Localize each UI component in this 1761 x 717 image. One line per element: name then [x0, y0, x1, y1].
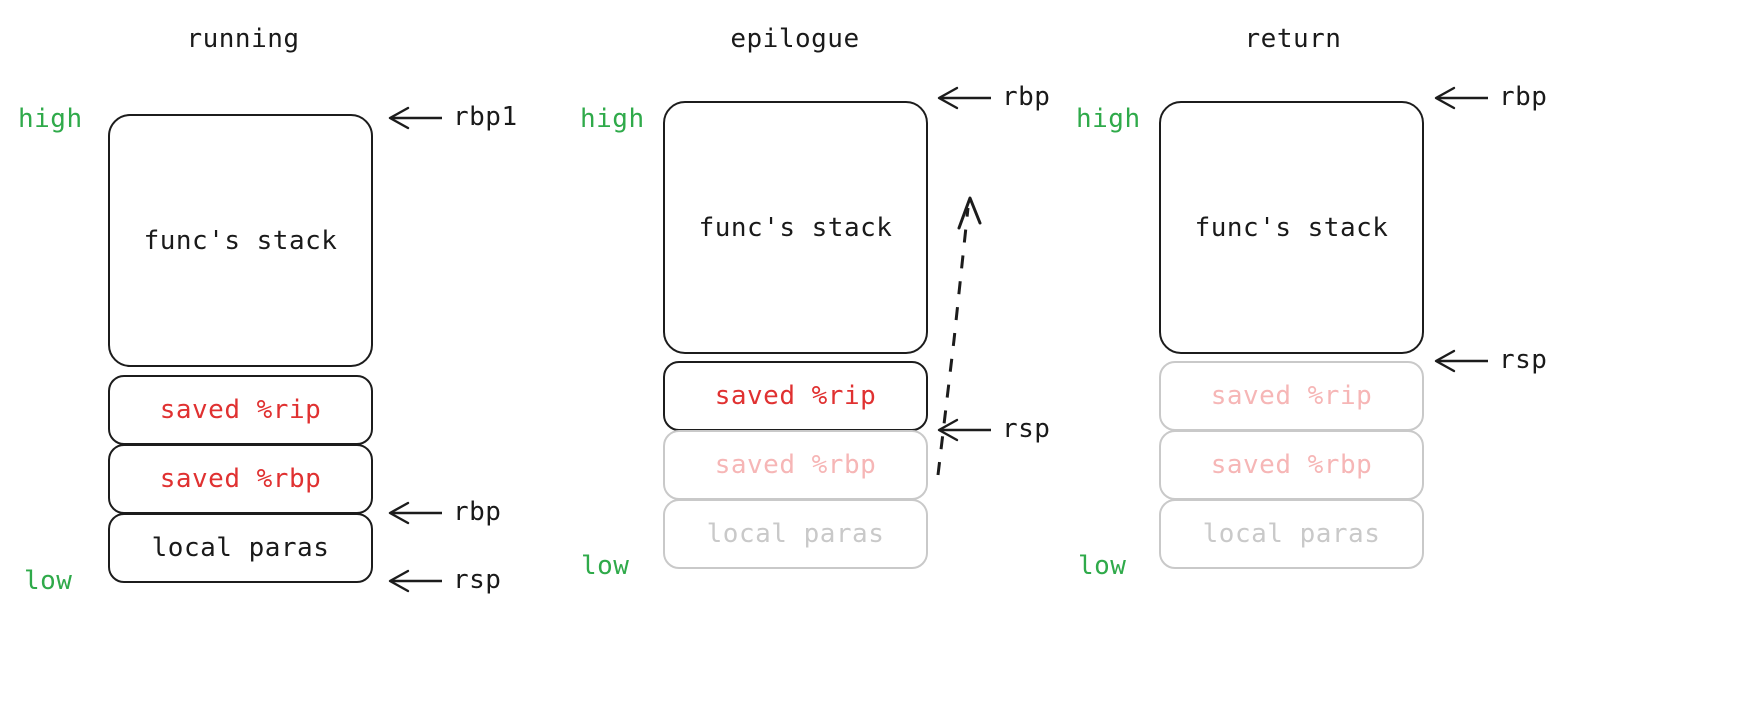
column-title-return: return [1244, 24, 1342, 54]
stack-box-saved-rip-epilogue: saved %rip [663, 361, 928, 431]
column-title-running: running [186, 24, 300, 54]
pointer-rsp-running: rsp [386, 565, 502, 595]
stack-box-saved-rip-return: saved %rip [1159, 361, 1424, 431]
stack-box-funcs-stack-return: func's stack [1159, 101, 1424, 354]
high-label-epilogue: high [580, 104, 645, 134]
pointer-label: rbp [1499, 82, 1548, 112]
left-arrow-icon [386, 500, 444, 526]
left-arrow-icon [1432, 348, 1490, 374]
stack-box-funcs-stack-running: func's stack [108, 114, 373, 367]
pointer-label: rsp [1499, 345, 1548, 375]
high-label-running: high [18, 104, 83, 134]
stack-box-saved-rbp-running: saved %rbp [108, 444, 373, 514]
low-label-epilogue: low [581, 551, 630, 581]
low-label-return: low [1078, 551, 1127, 581]
high-label-return: high [1076, 104, 1141, 134]
pointer-rbp-epilogue: rbp [935, 82, 1051, 112]
pointer-rbp-running: rbp [386, 497, 502, 527]
pointer-rbp-return: rbp [1432, 82, 1548, 112]
stack-box-saved-rbp-epilogue: saved %rbp [663, 430, 928, 500]
left-arrow-icon [1432, 85, 1490, 111]
pointer-rsp-return: rsp [1432, 345, 1548, 375]
column-title-epilogue: epilogue [730, 24, 860, 54]
pointer-label: rbp [1002, 82, 1051, 112]
pointer-label: rbp [453, 497, 502, 527]
stack-box-saved-rip-running: saved %rip [108, 375, 373, 445]
left-arrow-icon [935, 85, 993, 111]
left-arrow-icon [935, 417, 993, 443]
stack-box-local-paras-epilogue: local paras [663, 499, 928, 569]
stack-box-local-paras-running: local paras [108, 513, 373, 583]
pointer-label: rbp1 [453, 102, 518, 132]
pointer-label: rsp [1002, 414, 1051, 444]
pointer-rbp1-running: rbp1 [386, 102, 518, 132]
stack-box-funcs-stack-epilogue: func's stack [663, 101, 928, 354]
left-arrow-icon [386, 105, 444, 131]
stack-box-saved-rbp-return: saved %rbp [1159, 430, 1424, 500]
low-label-running: low [24, 566, 73, 596]
pointer-rsp-epilogue: rsp [935, 414, 1051, 444]
stack-box-local-paras-return: local paras [1159, 499, 1424, 569]
left-arrow-icon [386, 568, 444, 594]
pointer-label: rsp [453, 565, 502, 595]
